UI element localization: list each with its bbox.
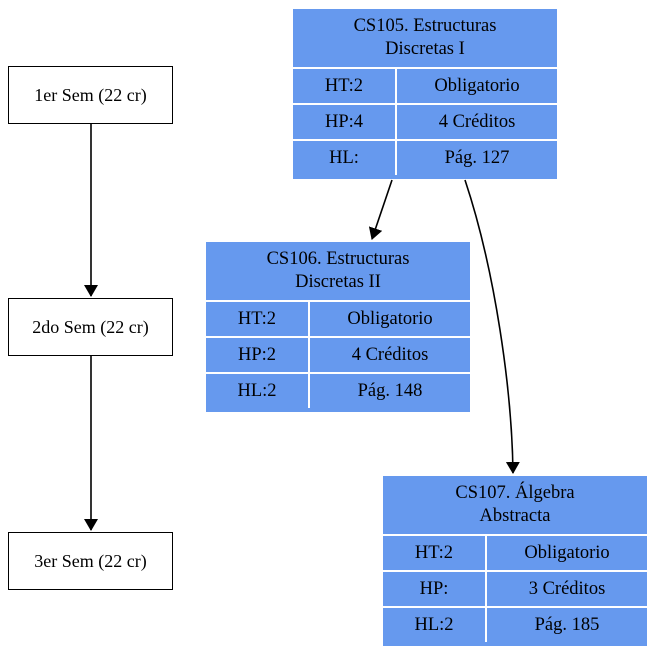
course-hp: HP: [383,572,487,608]
course-title: CS107. Álgebra Abstracta [383,476,647,536]
semester-label: 2do Sem (22 cr) [32,316,149,337]
course-title-line1: CS106. Estructuras [266,249,410,269]
semester-label: 1er Sem (22 cr) [34,84,147,105]
semester-node-2: 2do Sem (22 cr) [8,298,173,356]
edge-cs105-cs107 [464,179,520,474]
course-credits: 3 Créditos [487,572,647,608]
course-credits: 4 Créditos [310,338,470,374]
edge-cs105-cs106 [368,179,393,240]
course-hp: HP:4 [293,105,397,141]
course-type: Obligatorio [487,536,647,572]
course-credits: 4 Créditos [397,105,557,141]
course-type: Obligatorio [310,302,470,338]
course-hp: HP:2 [206,338,310,374]
course-hl: HL:2 [206,374,310,408]
semester-node-1: 1er Sem (22 cr) [8,66,173,124]
course-node-cs105: CS105. Estructuras Discretas I HT:2 Obli… [293,9,557,179]
semester-label: 3er Sem (22 cr) [34,550,147,571]
course-title: CS105. Estructuras Discretas I [293,9,557,69]
course-type: Obligatorio [397,69,557,105]
course-ht: HT:2 [293,69,397,105]
course-title-line1: CS107. Álgebra [455,483,575,503]
course-page: Pág. 185 [534,614,600,635]
course-title: CS106. Estructuras Discretas II [206,242,470,302]
course-title-line2: Discretas I [385,39,465,59]
course-node-cs107: CS107. Álgebra Abstracta HT:2 Obligatori… [383,476,647,646]
course-page: Pág. 127 [444,147,510,168]
course-ht: HT:2 [383,536,487,572]
course-title-line1: CS105. Estructuras [353,16,497,36]
course-title-line2: Abstracta [479,506,551,526]
course-ht: HT:2 [206,302,310,338]
course-hl: HL: [293,141,397,175]
course-hl: HL:2 [383,608,487,642]
course-page: Pág. 148 [357,380,423,401]
semester-node-3: 3er Sem (22 cr) [8,532,173,590]
course-node-cs106: CS106. Estructuras Discretas II HT:2 Obl… [206,242,470,412]
course-title-line2: Discretas II [295,272,381,292]
